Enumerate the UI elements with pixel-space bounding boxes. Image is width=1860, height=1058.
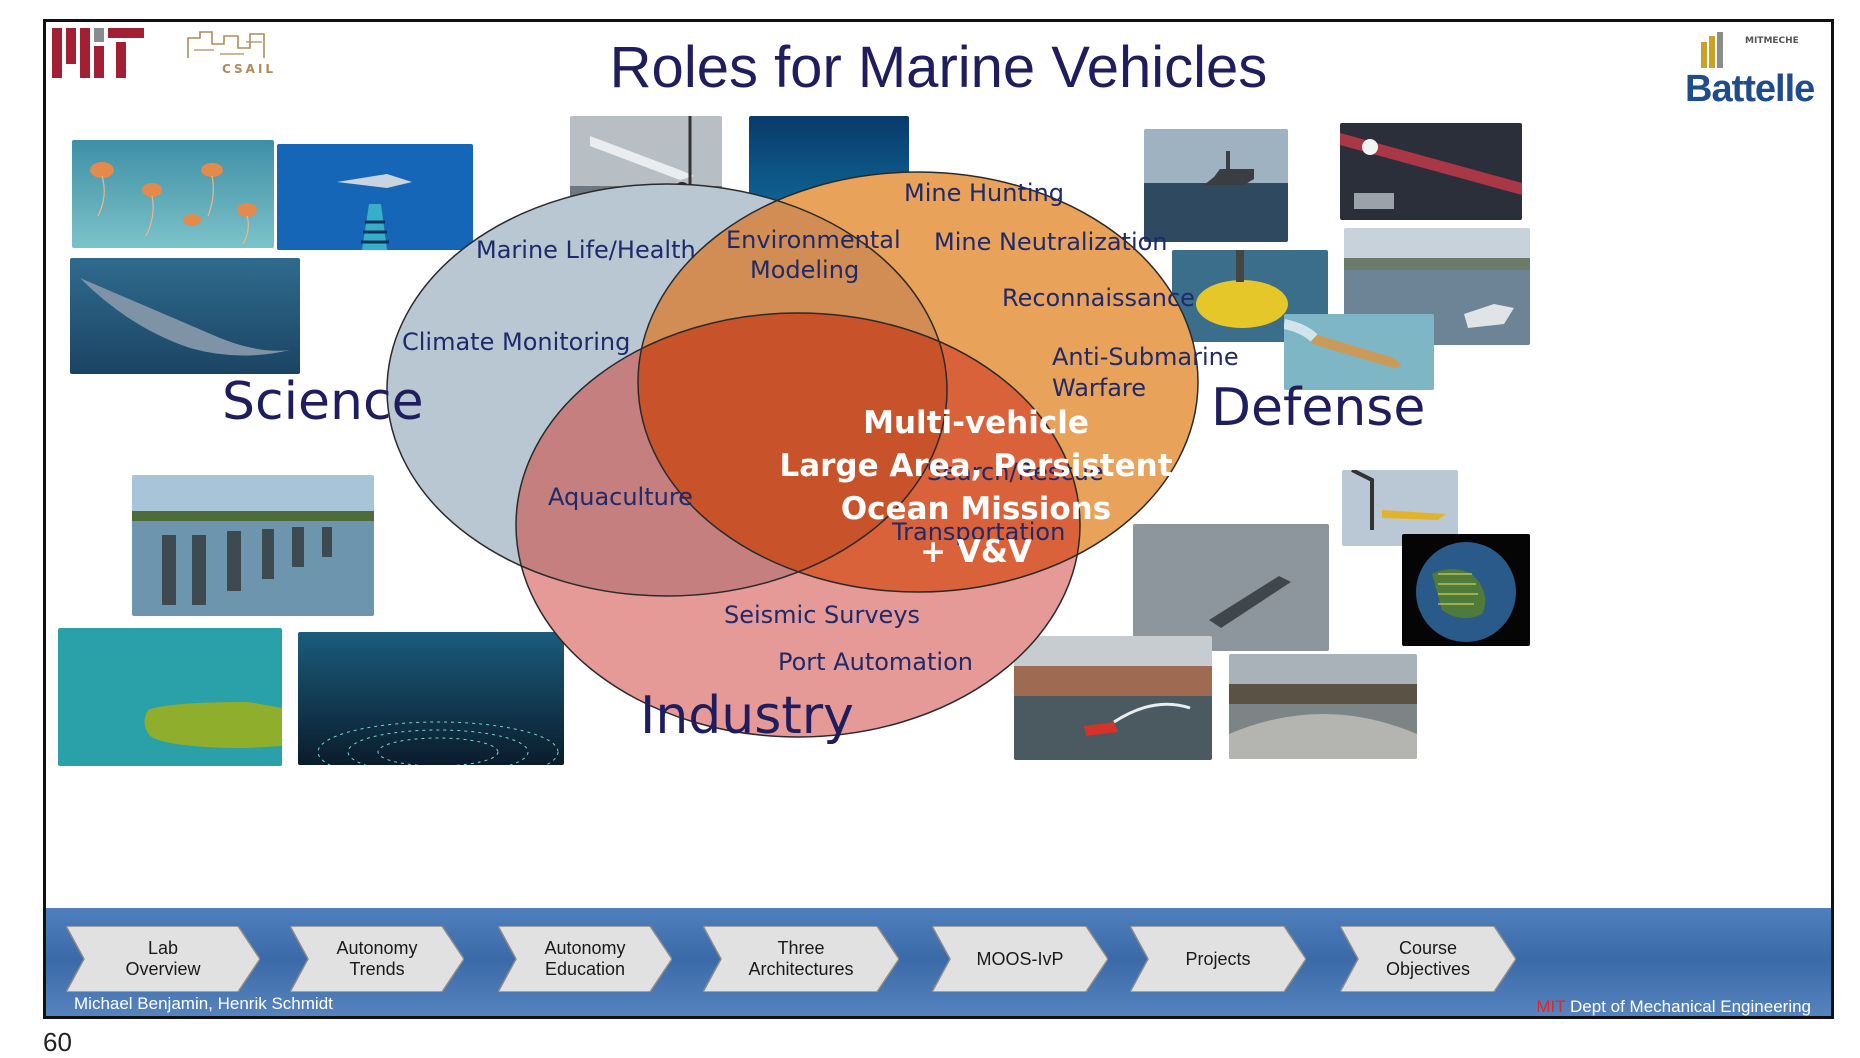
label-marine-life: Marine Life/Health	[476, 236, 696, 264]
label-env-modeling-2: Modeling	[750, 256, 860, 284]
torpedo-photo	[1284, 314, 1434, 390]
label-asw-2: Warfare	[1052, 374, 1147, 402]
defense-label: Defense	[1211, 378, 1426, 438]
csail-logo: CSAIL	[184, 28, 276, 76]
mitmeche-text: MITMECHE	[1745, 36, 1799, 46]
nav-three-architectures[interactable]: Three Architectures	[703, 926, 899, 992]
label-mine-hunting: Mine Hunting	[904, 179, 1064, 207]
globe-map-photo	[1402, 534, 1530, 646]
venn-diagram	[386, 171, 1199, 738]
fireboat-photo	[1014, 636, 1212, 760]
nav-three-architectures-label: Three Architectures	[748, 938, 854, 979]
slide: CSAIL MITMECHE Battelle Roles for Marine…	[43, 19, 1834, 1019]
nav-projects[interactable]: Projects	[1130, 926, 1306, 992]
battelle-logo: MITMECHE Battelle	[1685, 28, 1825, 110]
label-transportation: Transportation	[892, 518, 1066, 546]
sonar-array-photo	[298, 632, 564, 765]
shark-photo	[70, 258, 300, 374]
usv-sea-photo	[1144, 129, 1288, 242]
nav-projects-label: Projects	[1185, 948, 1251, 969]
center-line-2: Large Area, Persistent	[779, 448, 1173, 484]
dept-name: Dept of Mechanical Engineering	[1565, 997, 1811, 1016]
science-label: Science	[222, 372, 424, 432]
center-line-3: Ocean Missions	[840, 491, 1112, 527]
label-reconnaissance: Reconnaissance	[1002, 284, 1195, 312]
nav-lab-overview-label: Lab Overview	[125, 938, 201, 979]
center-line-1: Multi-vehicle	[863, 405, 1089, 441]
oyster-farm-photo	[132, 475, 374, 616]
navigation-bar: Lab Overview Autonomy Trends Autonomy Ed…	[46, 908, 1831, 1016]
nav-autonomy-trends[interactable]: Autonomy Trends	[290, 926, 464, 992]
nav-lab-overview[interactable]: Lab Overview	[66, 926, 260, 992]
label-port: Port Automation	[778, 648, 973, 676]
nav-moos-ivp-label: MOOS-IvP	[976, 948, 1064, 969]
dept-mit: MIT	[1536, 997, 1566, 1016]
label-climate: Climate Monitoring	[402, 328, 631, 356]
center-line-4: + V&V	[920, 534, 1032, 570]
barge-aerial-photo	[1133, 524, 1329, 651]
author-credit: Michael Benjamin, Henrik Schmidt	[74, 994, 333, 1013]
label-mine-neutralization: Mine Neutralization	[934, 228, 1168, 256]
center-mission-text: Multi-vehicle Large Area, Persistent Oce…	[746, 402, 1206, 574]
label-search-rescue: Search/Rescue	[927, 458, 1104, 486]
nav-autonomy-trends-label: Autonomy Trends	[336, 938, 418, 979]
page-number: 60	[43, 1027, 72, 1057]
industry-label: Industry	[640, 686, 854, 746]
label-seismic: Seismic Surveys	[724, 601, 921, 629]
battelle-text: Battelle	[1685, 68, 1815, 110]
department-credit: MIT Dept of Mechanical Engineering	[1536, 997, 1811, 1016]
center-overlap	[638, 313, 947, 592]
shark-glider-photo	[277, 144, 473, 250]
yellow-rov-photo	[1172, 250, 1328, 342]
mit-logo	[52, 28, 144, 78]
jellyfish-photo	[72, 140, 274, 248]
label-asw-1: Anti-Submarine	[1052, 343, 1239, 371]
laser-ship-photo	[1340, 123, 1522, 220]
nav-autonomy-education[interactable]: Autonomy Education	[498, 926, 672, 992]
canal-view-photo	[1229, 654, 1417, 759]
nav-autonomy-education-label: Autonomy Education	[544, 938, 626, 979]
battelle-mark-icon	[1701, 32, 1723, 68]
nav-course-objectives[interactable]: Course Objectives	[1340, 926, 1516, 992]
label-env-modeling-1: Environmental	[726, 226, 901, 254]
csail-building-icon	[187, 31, 265, 58]
nav-course-objectives-label: Course Objectives	[1385, 938, 1471, 979]
label-aquaculture: Aquaculture	[548, 483, 693, 511]
slide-title: Roles for Marine Vehicles	[609, 35, 1268, 100]
csail-text: CSAIL	[222, 62, 277, 76]
underwater-auv-photo	[58, 628, 282, 766]
crane-auv-photo	[1342, 470, 1458, 546]
nav-moos-ivp[interactable]: MOOS-IvP	[932, 926, 1108, 992]
